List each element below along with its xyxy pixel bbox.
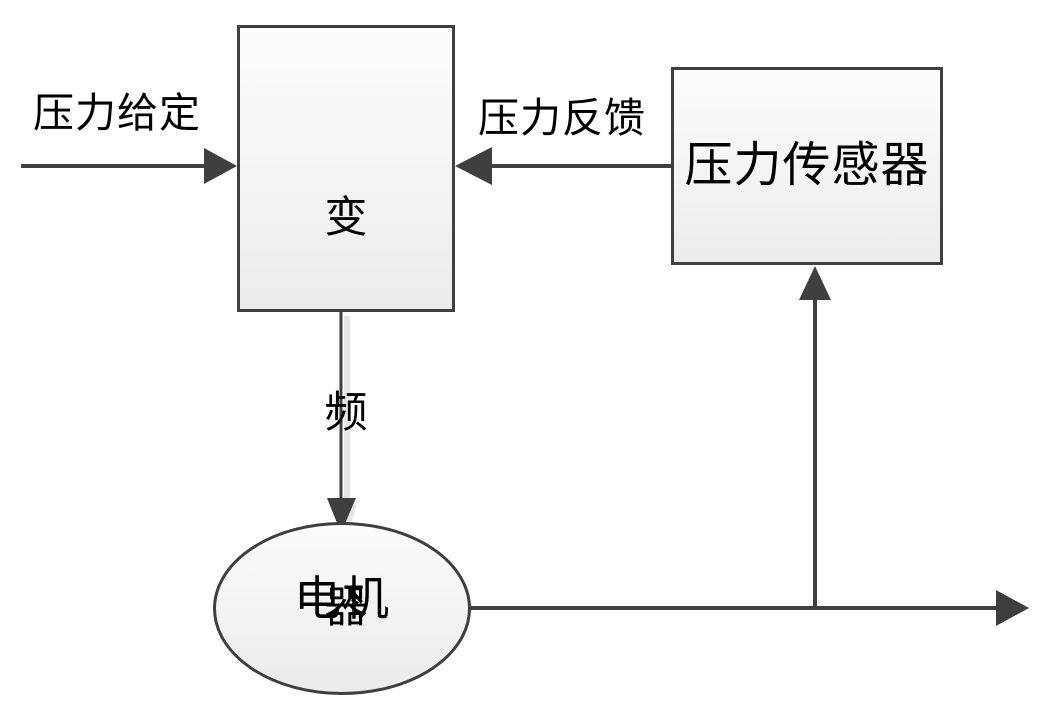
node-inverter-label-char-2: 频: [324, 388, 368, 438]
edge-sensor-to-inverter: [455, 147, 671, 185]
edge-motor-to-output: [468, 590, 1029, 626]
edge-setpoint-label: 压力给定: [33, 89, 201, 137]
node-sensor-box[interactable]: [671, 67, 943, 265]
edge-pipeline-to-sensor: [799, 266, 831, 608]
node-inverter-label: 变 频 器: [237, 56, 455, 709]
node-inverter-label-char-3: 器: [324, 583, 368, 633]
node-inverter-box[interactable]: [237, 25, 455, 312]
node-inverter-label-char-1: 变: [324, 193, 368, 243]
node-motor-label: 电机: [294, 572, 390, 627]
edge-inverter-to-motor: [327, 312, 356, 533]
edge-setpoint-to-inverter: [21, 148, 237, 184]
node-sensor-label: 压力传感器: [684, 137, 930, 193]
edge-feedback-label: 压力反馈: [478, 94, 646, 142]
node-motor-ellipse[interactable]: [213, 522, 471, 695]
